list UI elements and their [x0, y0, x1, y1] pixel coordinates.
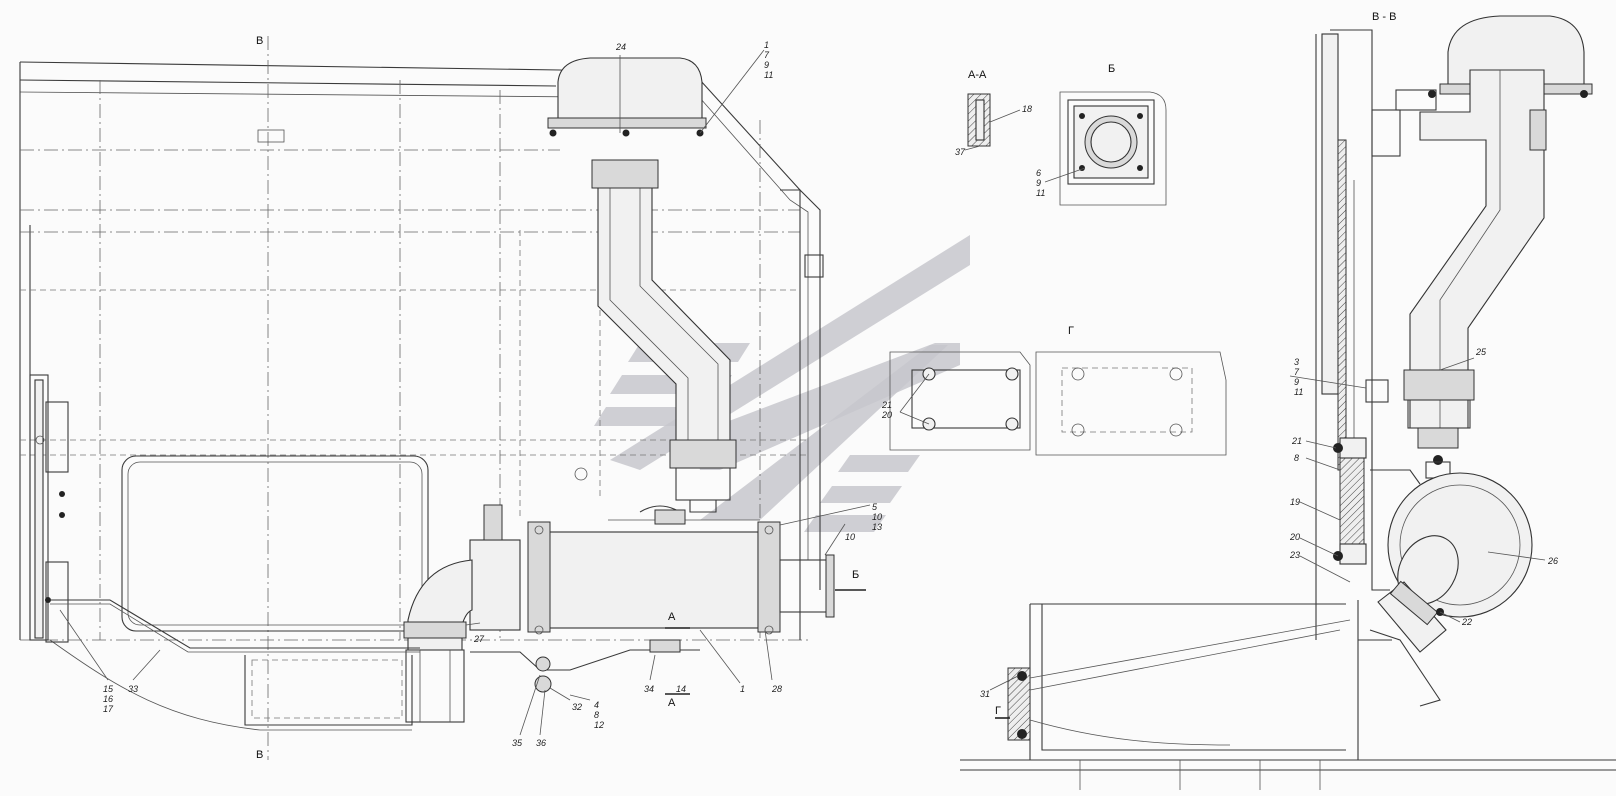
callout-r-8: 8: [1294, 453, 1299, 463]
callout-7-a: 7: [764, 50, 770, 60]
callout-r-21: 21: [1291, 436, 1302, 446]
callout-1-a: 1: [764, 40, 769, 50]
callout-10-a: 10: [872, 512, 882, 522]
callout-r-26: 26: [1547, 556, 1558, 566]
section-mark-a-bottom: А: [668, 697, 676, 709]
section-title-g: Г: [1068, 325, 1074, 337]
callout-b-6: 6: [1036, 168, 1041, 178]
callout-r-20: 20: [1289, 532, 1300, 542]
section-bb-view: [960, 15, 1616, 790]
callout-4: 4: [594, 700, 599, 710]
callout-r-11: 11: [1294, 387, 1303, 397]
callout-8-a: 8: [594, 710, 599, 720]
main-side-view: [19, 36, 835, 760]
view-g-detail: [889, 351, 1227, 456]
callout-r-23: 23: [1289, 550, 1300, 560]
callout-b-11: 11: [1036, 188, 1045, 198]
section-title-aa: А-А: [968, 69, 987, 81]
callout-13: 13: [872, 522, 882, 532]
callout-aa-18: 18: [1022, 104, 1032, 114]
callout-27: 27: [473, 634, 485, 644]
section-mark-a-top: А: [668, 611, 676, 623]
section-mark-bb-top: В: [256, 35, 263, 47]
callout-33: 33: [128, 684, 138, 694]
callout-r-19: 19: [1290, 497, 1300, 507]
callout-aa-37: 37: [955, 147, 966, 157]
section-mark-bb-bottom: В: [256, 749, 263, 761]
callout-32: 32: [572, 702, 582, 712]
callout-r-3: 3: [1294, 357, 1299, 367]
callout-g-21: 21: [881, 400, 892, 410]
callout-11-a: 11: [764, 70, 773, 80]
leader-lines: [59, 49, 871, 736]
callout-5: 5: [872, 502, 878, 512]
section-title-bb: В - В: [1372, 11, 1396, 23]
callout-36: 36: [536, 738, 546, 748]
callout-24: 24: [615, 42, 626, 52]
callout-r-25: 25: [1475, 347, 1487, 357]
section-mark-g: Г: [995, 705, 1001, 717]
callout-10-b: 10: [845, 532, 855, 542]
callout-9-a: 9: [764, 60, 769, 70]
callout-r-7: 7: [1294, 367, 1300, 377]
callout-17: 17: [103, 704, 114, 714]
callout-28: 28: [771, 684, 782, 694]
section-title-b: Б: [1108, 63, 1115, 75]
view-b-detail: [1044, 91, 1167, 206]
callout-14: 14: [676, 684, 686, 694]
callout-b-9: 9: [1036, 178, 1041, 188]
callout-34: 34: [644, 684, 654, 694]
callout-g-20: 20: [881, 410, 892, 420]
callout-16: 16: [103, 694, 113, 704]
callout-12: 12: [594, 720, 604, 730]
callout-r-31: 31: [980, 689, 990, 699]
callout-r-9: 9: [1294, 377, 1299, 387]
section-mark-b: Б: [852, 569, 859, 581]
section-aa-detail: [964, 93, 1021, 151]
callout-r-22: 22: [1461, 617, 1472, 627]
callout-15: 15: [103, 684, 114, 694]
callout-35: 35: [512, 738, 523, 748]
callout-1-b: 1: [740, 684, 745, 694]
